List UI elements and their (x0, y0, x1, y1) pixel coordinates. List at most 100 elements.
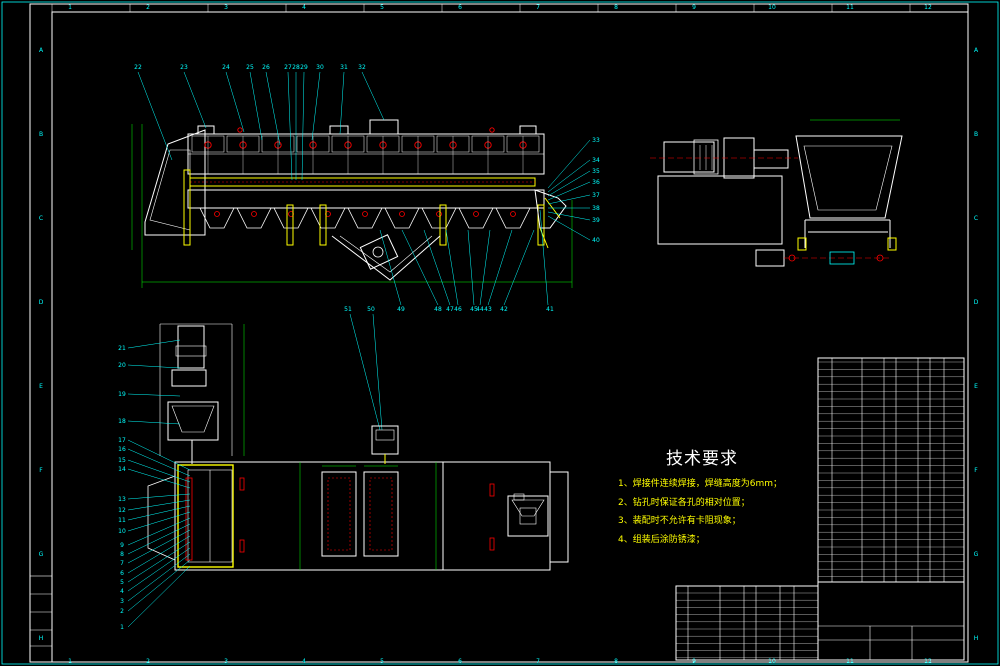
border-column-label: 8 (614, 658, 618, 665)
border-row-label: B (974, 131, 978, 138)
part-callout-50: 50 (367, 306, 375, 313)
tech-req-list: 1、焊接件连续焊接，焊缝高度为6mm； 2、钻孔时保证各孔的相对位置； 3、装配… (618, 475, 782, 549)
plan-view (147, 323, 569, 571)
border-column-label: 4 (302, 4, 306, 11)
part-callout-18: 18 (118, 418, 126, 425)
tech-req-item: 1、焊接件连续焊接，焊缝高度为6mm； (618, 479, 782, 489)
leg (319, 204, 327, 246)
part-callout-9: 9 (120, 542, 124, 549)
part-callout-38: 38 (592, 205, 600, 212)
border-column-label: 7 (536, 658, 540, 665)
border-row-label: E (39, 383, 43, 390)
part-callout-44: 44 (476, 306, 484, 313)
part-callout-16: 16 (118, 446, 126, 453)
border-column-label: 6 (458, 658, 462, 665)
border-row-label: D (39, 299, 44, 306)
part-callout-2: 2 (120, 608, 124, 615)
part-callout-42: 42 (500, 306, 508, 313)
part-callout-32: 32 (358, 64, 366, 71)
part-callout-40: 40 (592, 237, 600, 244)
parts-list-table (29, 357, 965, 663)
part-callout-46: 46 (454, 306, 462, 313)
border-row-label: E (974, 383, 978, 390)
part-callout-28: 28 (292, 64, 300, 71)
part-callout-41: 41 (546, 306, 554, 313)
border-column-label: 1 (68, 658, 72, 665)
tech-req-item: 3、装配时不允许有卡阻现象； (618, 516, 741, 526)
border-row-label: H (39, 635, 44, 642)
part-callout-45: 45 (470, 306, 478, 313)
part-callout-24: 24 (222, 64, 230, 71)
part-callout-51: 51 (344, 306, 352, 313)
border-row-label: F (39, 467, 43, 474)
side-view (650, 119, 903, 267)
leg (286, 204, 294, 246)
part-callout-7: 7 (120, 560, 124, 567)
border-column-label: 11 (846, 4, 854, 11)
tech-req-title: 技术要求 (666, 449, 738, 469)
part-callout-30: 30 (316, 64, 324, 71)
border-column-label: 5 (380, 658, 384, 665)
part-callout-35: 35 (592, 168, 600, 175)
part-callout-43: 43 (484, 306, 492, 313)
inner-frame (51, 11, 969, 663)
part-callout-5: 5 (120, 579, 124, 586)
border-row-label: G (39, 551, 44, 558)
part-callout-48: 48 (434, 306, 442, 313)
part-callout-39: 39 (592, 217, 600, 224)
hood-bays (191, 135, 540, 174)
part-callout-15: 15 (118, 457, 126, 464)
part-callout-33: 33 (592, 137, 600, 144)
part-callout-17: 17 (118, 437, 126, 444)
part-callout-22: 22 (134, 64, 142, 71)
part-callout-25: 25 (246, 64, 254, 71)
part-callout-37: 37 (592, 192, 600, 199)
border-row-label: H (974, 635, 979, 642)
border-row-label: B (39, 131, 43, 138)
border-column-label: 10 (768, 658, 776, 665)
part-callout-19: 19 (118, 391, 126, 398)
part-callout-3: 3 (120, 598, 124, 605)
part-callout-31: 31 (340, 64, 348, 71)
border-row-label: F (974, 467, 978, 474)
border-row-label: D (974, 299, 979, 306)
border-column-label: 2 (146, 658, 150, 665)
border-column-label: 6 (458, 4, 462, 11)
border-column-label: 3 (224, 658, 228, 665)
tech-req-item: 2、钻孔时保证各孔的相对位置； (618, 497, 750, 508)
part-callout-20: 20 (118, 362, 126, 369)
part-callout-4: 4 (120, 588, 124, 595)
border-column-label: 12 (924, 4, 932, 11)
plan-view-leaders (127, 339, 191, 628)
part-callout-23: 23 (180, 64, 188, 71)
part-callout-14: 14 (118, 466, 126, 473)
part-callout-29: 29 (300, 64, 308, 71)
part-callout-47: 47 (446, 306, 454, 313)
front-view-leaders (137, 71, 591, 431)
front-elevation-view (131, 119, 573, 288)
part-callout-49: 49 (397, 306, 405, 313)
border-column-label: 1 (68, 4, 72, 11)
part-callout-1: 1 (120, 624, 124, 631)
part-callout-8: 8 (120, 551, 124, 558)
tech-req-item: 4、组装后涂防锈漆； (618, 534, 705, 545)
border-column-label: 5 (380, 4, 384, 11)
border-row-label: A (974, 47, 979, 54)
part-callout-27: 27 (284, 64, 292, 71)
leg (537, 204, 545, 246)
part-callout-10: 10 (118, 528, 126, 535)
border-column-label: 11 (846, 658, 854, 665)
border-column-label: 7 (536, 4, 540, 11)
part-callout-34: 34 (592, 157, 600, 164)
part-callout-21: 21 (118, 345, 126, 352)
border-row-label: C (39, 215, 43, 222)
part-callout-36: 36 (592, 179, 600, 186)
border-column-label: 10 (768, 4, 776, 11)
part-callout-26: 26 (262, 64, 270, 71)
border-row-label: G (974, 551, 979, 558)
